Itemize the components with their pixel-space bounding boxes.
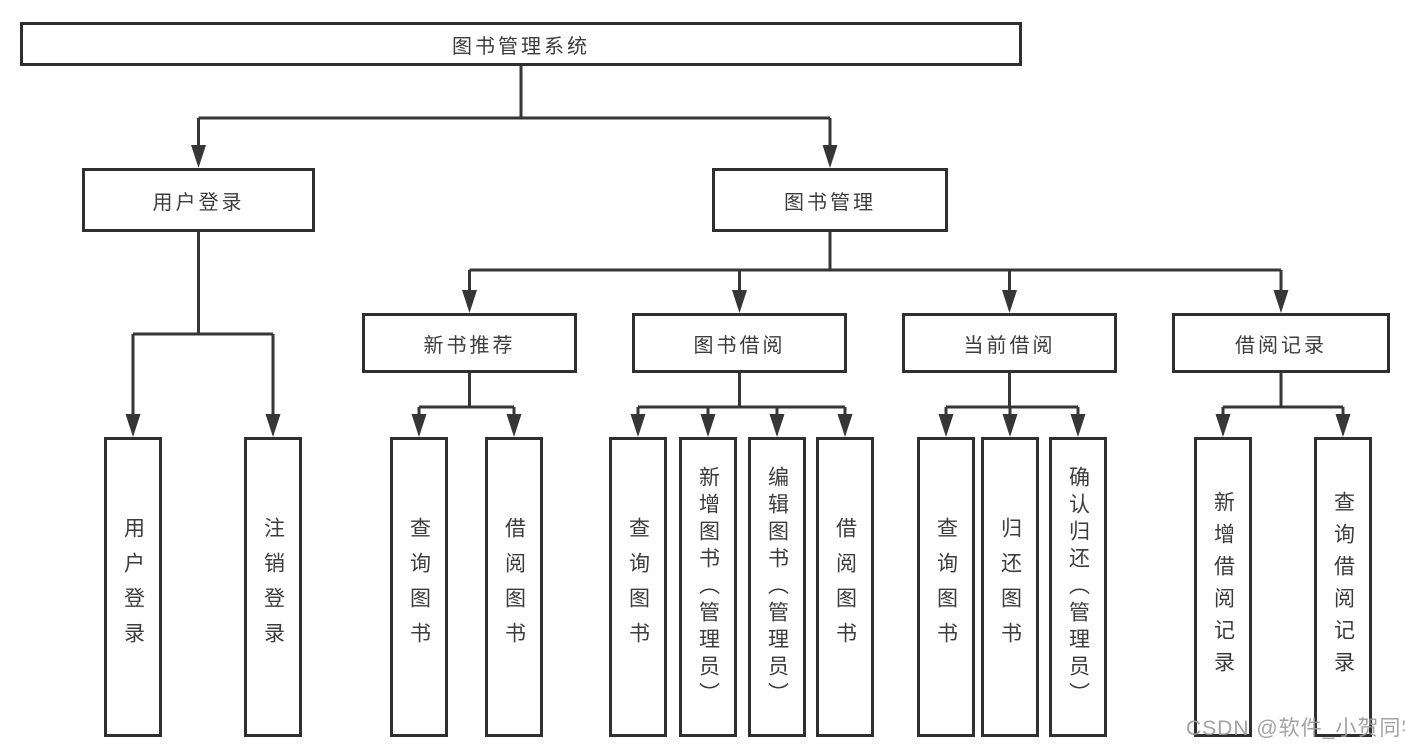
leaf-label: 注销登录 [261, 517, 285, 657]
leaf-return-books: 归还图书 [981, 437, 1039, 737]
node-label: 图书管理 [784, 191, 876, 214]
branch-user-login [131, 232, 275, 430]
arrow-down-icon [1215, 414, 1231, 437]
leaf-label: 查询图书 [626, 517, 650, 657]
arrow-down-icon [411, 414, 427, 437]
leaf-edit-books-admin: 编辑图书（管理员） [748, 437, 806, 737]
leaf-label: 查询图书 [407, 517, 431, 657]
leaf-add-books-admin: 新增图书（管理员） [679, 437, 737, 737]
branch-book-mgmt [468, 232, 1283, 307]
trunk-root-to-level2 [197, 66, 832, 162]
leaf-user-login: 用户登录 [104, 437, 162, 737]
arrow-down-icon [462, 290, 477, 313]
arrow-down-icon [1002, 290, 1017, 313]
leaf-borrow-books-recommend: 借阅图书 [485, 437, 543, 737]
leaf-query-books-borrow: 查询图书 [609, 437, 667, 737]
leaf-label: 确认归还（管理员） [1066, 465, 1090, 709]
leaf-borrow-books: 借阅图书 [816, 437, 874, 737]
csdn-watermark: CSDN @软件_小贺同学 [1186, 717, 1405, 740]
leaf-label: 新增借阅记录 [1211, 491, 1235, 683]
node-label: 借阅记录 [1235, 334, 1327, 357]
node-new-book-recommend: 新书推荐 [362, 313, 577, 373]
node-label: 用户登录 [152, 191, 245, 214]
arrow-down-icon [732, 290, 747, 313]
leaf-label: 借阅图书 [833, 517, 857, 657]
branch-book-borrow [636, 373, 847, 430]
node-library-system: 图书管理系统 [20, 22, 1022, 66]
leaf-label: 编辑图书（管理员） [765, 465, 789, 709]
node-label: 新书推荐 [423, 334, 516, 357]
branch-borrow-records [1221, 373, 1345, 430]
node-current-borrowing: 当前借阅 [902, 313, 1117, 373]
arrow-down-icon [265, 414, 281, 437]
leaf-label: 借阅图书 [502, 517, 526, 657]
node-label: 当前借阅 [963, 334, 1056, 357]
leaf-query-borrow-record: 查询借阅记录 [1314, 437, 1372, 737]
node-borrow-records: 借阅记录 [1172, 313, 1390, 373]
arrow-down-icon [938, 414, 954, 437]
leaf-add-borrow-record: 新增借阅记录 [1194, 437, 1252, 737]
arrow-down-icon [125, 414, 141, 437]
leaf-label: 用户登录 [121, 517, 145, 657]
arrow-down-icon [769, 414, 785, 437]
node-book-management: 图书管理 [712, 168, 948, 232]
leaf-label: 查询借阅记录 [1331, 491, 1355, 683]
arrow-down-icon [506, 414, 522, 437]
leaf-query-books-recommend: 查询图书 [390, 437, 448, 737]
arrow-down-icon [837, 414, 853, 437]
leaf-label: 查询图书 [934, 517, 958, 657]
arrow-down-icon [630, 414, 646, 437]
arrow-down-icon [1335, 414, 1351, 437]
arrow-down-icon [1070, 414, 1086, 437]
leaf-label: 归还图书 [998, 517, 1022, 657]
node-book-borrowing: 图书借阅 [632, 313, 847, 373]
arrow-down-icon [1273, 290, 1289, 313]
node-user-login: 用户登录 [82, 168, 315, 232]
arrow-down-icon [191, 145, 206, 168]
arrow-down-icon [1002, 414, 1018, 437]
node-label: 图书借阅 [693, 334, 786, 357]
arrowhead-icons [125, 145, 1351, 437]
arrow-down-icon [822, 145, 838, 168]
arrow-down-icon [700, 414, 716, 437]
leaf-query-books-current: 查询图书 [917, 437, 975, 737]
leaf-label: 新增图书（管理员） [696, 465, 720, 709]
leaf-logout: 注销登录 [244, 437, 302, 737]
leaf-confirm-return-admin: 确认归还（管理员） [1049, 437, 1107, 737]
node-label: 图书管理系统 [452, 35, 590, 58]
branch-new-book-rec [417, 373, 516, 430]
